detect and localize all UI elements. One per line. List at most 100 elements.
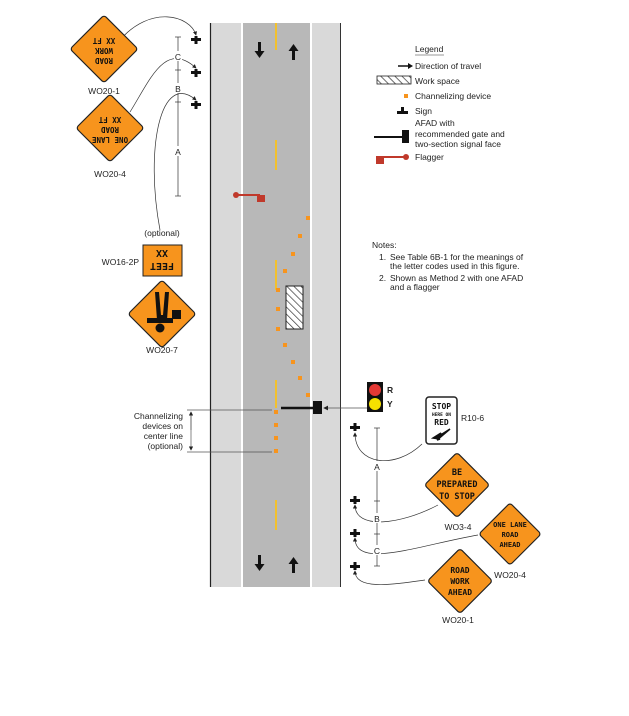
sign-post-icon [350, 423, 360, 431]
svg-text:See Table 6B-1 for the meaning: See Table 6B-1 for the meanings of [390, 252, 524, 262]
afad-icon [374, 130, 409, 143]
svg-text:WO16-2P: WO16-2P [102, 257, 140, 267]
notes: Notes: 1. See Table 6B-1 for the meaning… [372, 240, 524, 292]
svg-text:ROAD: ROAD [450, 566, 469, 575]
arrow-down-icon [254, 42, 265, 58]
svg-text:A: A [175, 147, 181, 157]
sign-wo20-4-right: ONE LANE ROAD AHEAD WO20-4 [479, 503, 541, 580]
signal-red-label: R [387, 385, 393, 395]
left-sign-posts [191, 36, 201, 109]
svg-text:B: B [175, 84, 181, 94]
sign-post-icon [397, 107, 408, 114]
svg-text:WO20-4: WO20-4 [494, 570, 526, 580]
svg-text:WO3-4: WO3-4 [445, 522, 472, 532]
svg-text:C: C [374, 546, 380, 556]
legend-title: Legend [415, 44, 444, 54]
flagger-symbol-icon [147, 292, 181, 333]
svg-text:AFAD with: AFAD with [415, 118, 455, 128]
svg-text:WORK: WORK [450, 577, 469, 586]
svg-text:AHEAD: AHEAD [448, 588, 472, 597]
svg-text:B: B [374, 514, 380, 524]
svg-text:WO20-1: WO20-1 [88, 86, 120, 96]
svg-text:Work space: Work space [415, 76, 460, 86]
svg-text:HERE ON: HERE ON [432, 412, 451, 418]
svg-text:WO20-4: WO20-4 [94, 169, 126, 179]
dimension-labels: C B A [174, 51, 182, 157]
sign-post-icon [350, 496, 360, 504]
sign-post-icon [350, 562, 360, 570]
work-space [285, 285, 304, 330]
svg-text:WORK: WORK [94, 46, 113, 55]
sign-wo20-4-left: ONE LANE ROAD XX FT WO20-4 [76, 94, 144, 179]
svg-text:PREPARED: PREPARED [437, 480, 478, 490]
svg-text:center line: center line [144, 431, 183, 441]
svg-text:Flagger: Flagger [415, 152, 444, 162]
sign-wo20-1-right: ROAD WORK AHEAD WO20-1 [428, 549, 492, 625]
signal-yellow-label: Y [387, 399, 393, 409]
orange-dot-icon [404, 94, 408, 98]
sign-wo16-2p: FEET XX WO16-2P [102, 244, 183, 277]
optional-label: (optional) [144, 228, 180, 238]
svg-text:Sign: Sign [415, 106, 432, 116]
legend: Legend Direction of travel Work space Ch… [374, 44, 505, 164]
sign-post-icon [350, 529, 360, 537]
svg-text:STOP: STOP [432, 402, 451, 411]
right-sign-posts [350, 423, 360, 570]
svg-text:ONE LANE: ONE LANE [91, 135, 128, 144]
channelizing-devices [274, 216, 310, 453]
roadway [209, 23, 341, 587]
svg-text:ROAD: ROAD [502, 531, 519, 539]
sign-post-icon [191, 69, 201, 77]
svg-text:R10-6: R10-6 [461, 413, 484, 423]
svg-text:the letter codes used in this: the letter codes used in this figure. [390, 261, 519, 271]
hatched-box-icon [376, 75, 412, 85]
right-dimension-labels: A B C [373, 461, 381, 556]
flagger [233, 192, 265, 202]
svg-text:and a flagger: and a flagger [390, 282, 440, 292]
sign-r10-6: STOP HERE ON RED R10-6 [425, 396, 484, 445]
svg-text:BE: BE [452, 468, 462, 478]
svg-text:Direction of travel: Direction of travel [415, 61, 481, 71]
svg-text:C: C [175, 52, 181, 62]
svg-text:1.: 1. [379, 252, 386, 262]
sign-wo20-1-left: ROAD WORK XX FT WO20-1 [70, 15, 138, 96]
svg-text:Channelizing device: Channelizing device [415, 91, 491, 101]
right-dimensions [352, 427, 479, 585]
arrow-up-icon [288, 44, 299, 60]
arrow-up-icon [288, 557, 299, 573]
svg-text:AHEAD: AHEAD [499, 541, 520, 549]
svg-text:FEET: FEET [150, 260, 174, 271]
svg-text:A: A [374, 462, 380, 472]
svg-text:Shown as Method 2 with one AFA: Shown as Method 2 with one AFAD [390, 273, 523, 283]
svg-text:(optional): (optional) [148, 441, 184, 451]
svg-text:two-section signal face: two-section signal face [415, 139, 501, 149]
left-dimensions [119, 16, 197, 231]
svg-text:XX FT: XX FT [92, 36, 115, 45]
svg-text:Channelizing: Channelizing [134, 411, 183, 421]
sign-wo20-7: WO20-7 [128, 280, 196, 355]
svg-text:2.: 2. [379, 273, 386, 283]
sign-post-icon [191, 101, 201, 109]
svg-text:recommended gate and: recommended gate and [415, 129, 505, 139]
arrow-down-icon [254, 555, 265, 571]
svg-text:XX: XX [156, 247, 168, 258]
afad-gate [281, 401, 372, 414]
sign-wo3-4: BE PREPARED TO STOP WO3-4 [425, 453, 489, 532]
svg-text:ONE LANE: ONE LANE [493, 521, 527, 529]
arrow-right-icon [398, 63, 413, 69]
svg-text:Notes:: Notes: [372, 240, 397, 250]
svg-text:ROAD: ROAD [94, 56, 113, 65]
svg-text:WO20-7: WO20-7 [146, 345, 178, 355]
svg-text:WO20-1: WO20-1 [442, 615, 474, 625]
arrow-down-left-icon [430, 428, 451, 441]
svg-text:RED: RED [434, 418, 449, 427]
svg-text:devices on: devices on [142, 421, 183, 431]
svg-text:XX FT: XX FT [98, 115, 121, 124]
svg-text:ROAD: ROAD [100, 125, 119, 134]
flagger-icon [376, 154, 409, 164]
svg-text:TO STOP: TO STOP [439, 492, 475, 502]
direction-arrows [254, 42, 299, 573]
signal-face: R Y [367, 382, 393, 412]
sign-post-icon [191, 36, 201, 44]
